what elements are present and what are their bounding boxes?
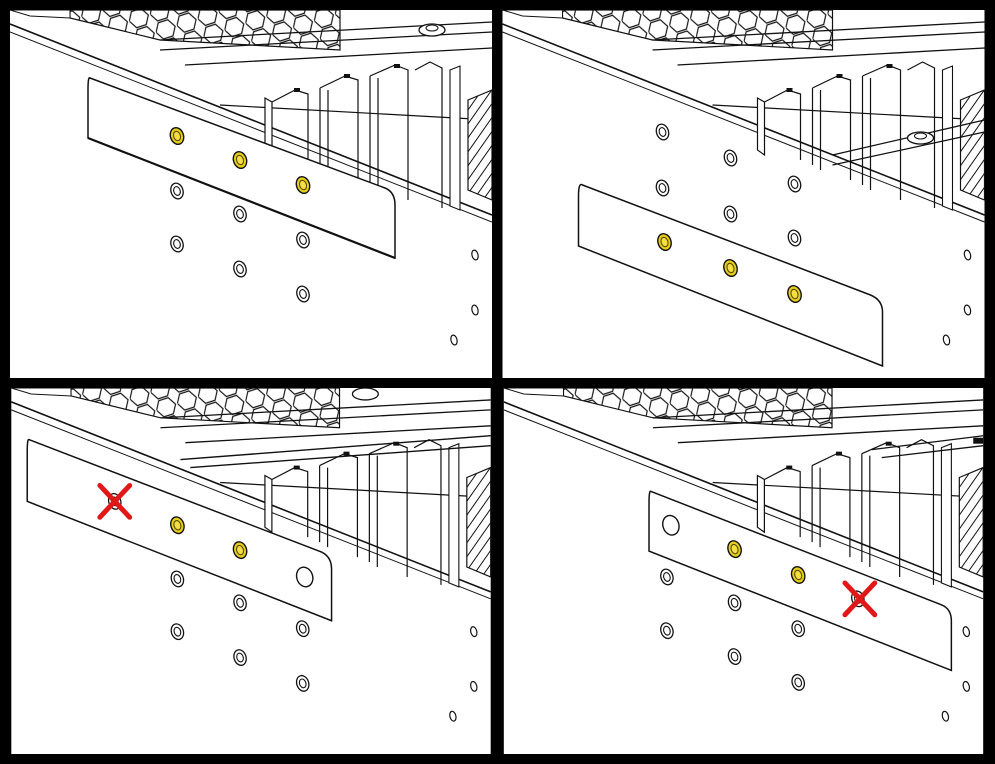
panel-top-right <box>503 10 985 378</box>
panel-bottom-right <box>504 388 983 754</box>
panel-bottom-left <box>11 388 490 754</box>
panel-top-left <box>10 10 492 378</box>
